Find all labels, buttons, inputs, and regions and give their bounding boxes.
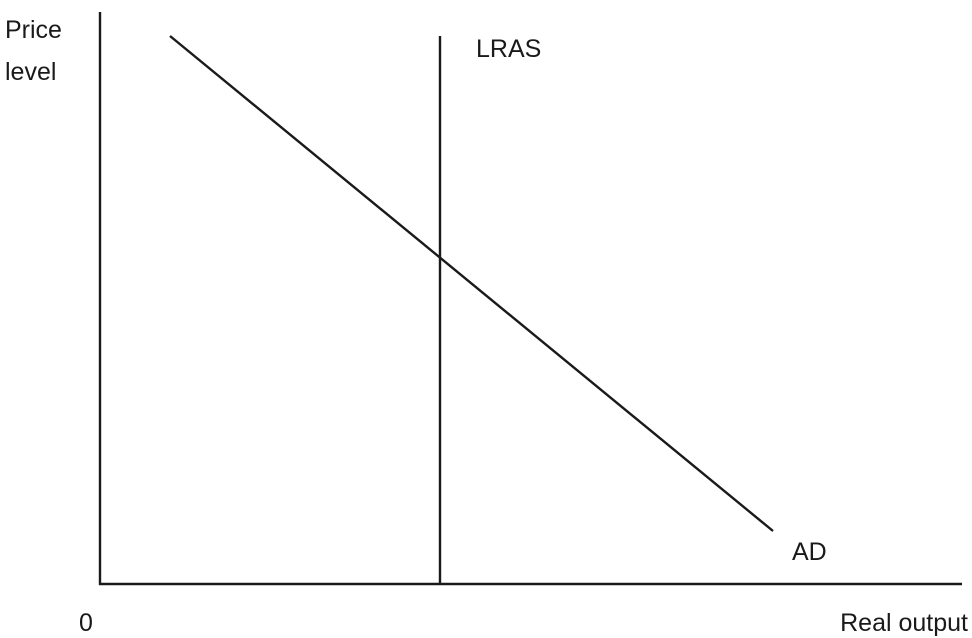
ad-label: AD bbox=[792, 538, 827, 566]
origin-label: 0 bbox=[79, 609, 93, 637]
lras-label: LRAS bbox=[476, 35, 541, 63]
x-axis-label: Real output bbox=[840, 609, 968, 637]
y-axis-label-line1: Price bbox=[5, 16, 62, 44]
ad-line bbox=[169, 35, 774, 532]
y-axis-label-line2: level bbox=[5, 58, 56, 86]
